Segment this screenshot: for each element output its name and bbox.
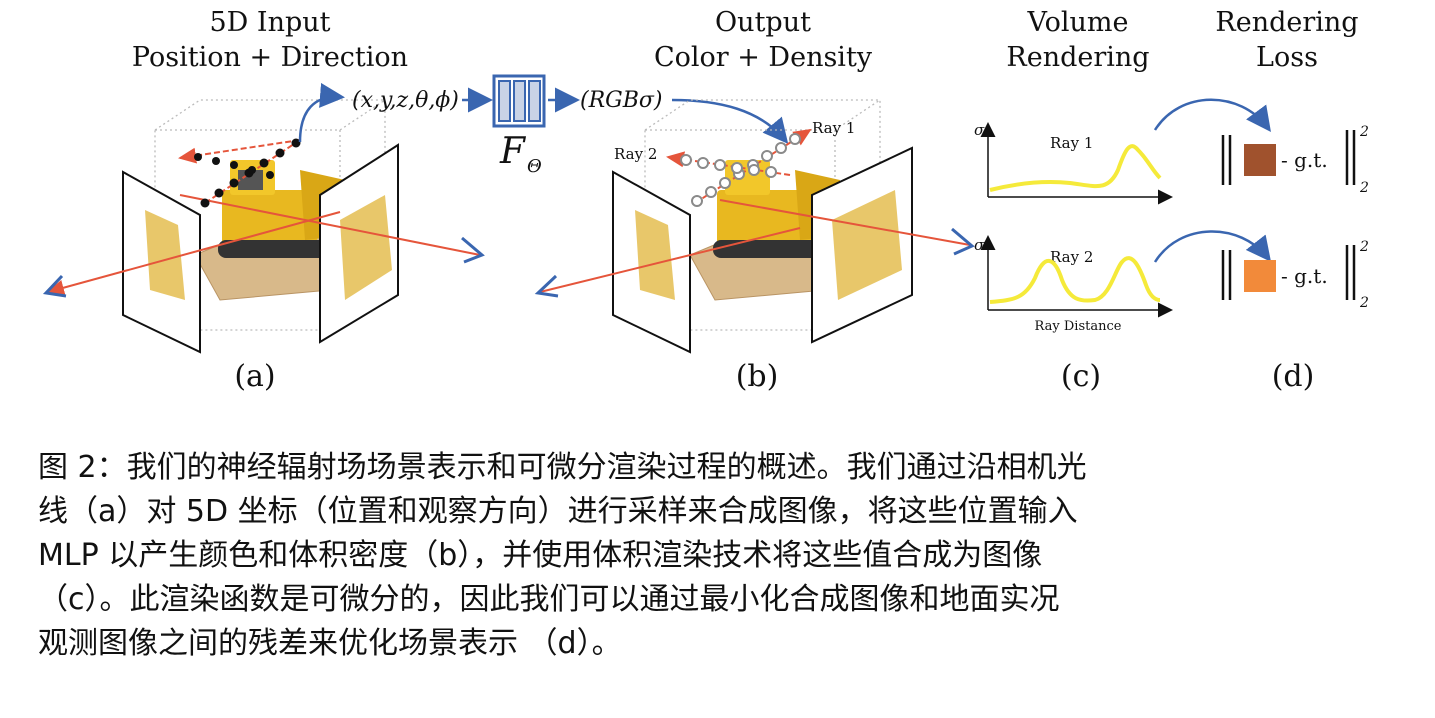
caption-line-1: 图 2：我们的神经辐射场场景表示和可微分渲染过程的概述。我们通过沿相机光 bbox=[38, 450, 1087, 485]
caption-line-3: MLP 以产生颜色和体积密度（b），并使用体积渲染技术将这些值合成为图像 bbox=[38, 538, 1043, 573]
loss-term-2: - g.t. 2 2 bbox=[1221, 239, 1369, 311]
camera-ray-right-a bbox=[179, 194, 481, 256]
panel-a: 5D Input Position + Direction bbox=[42, 7, 485, 394]
lego-bulldozer-a bbox=[218, 160, 350, 258]
plot2-sigma-label: σ bbox=[974, 236, 985, 254]
panel-d-label: (d) bbox=[1272, 359, 1315, 394]
nerf-overview-figure: 5D Input Position + Direction bbox=[42, 7, 1369, 394]
plot1-density-curve bbox=[989, 144, 1162, 192]
gt-label-2: - g.t. bbox=[1281, 264, 1328, 288]
plot2-ray-label: Ray 2 bbox=[1050, 248, 1093, 266]
mlp-network-icon bbox=[492, 74, 546, 128]
norm-superscript-1: 2 bbox=[1359, 124, 1369, 140]
norm-superscript-2: 2 bbox=[1359, 239, 1369, 255]
panel-d-title-2: Loss bbox=[1256, 42, 1318, 73]
output-tuple: (RGBσ) bbox=[580, 88, 663, 113]
scene-bounding-box-b bbox=[644, 99, 881, 331]
plot1-sigma-label: σ bbox=[974, 121, 985, 139]
panel-b-label: (b) bbox=[736, 359, 779, 394]
ray-1-label-b: Ray 1 bbox=[812, 119, 855, 137]
panel-a-title-1: 5D Input bbox=[210, 7, 331, 38]
panel-c-title-1: Volume bbox=[1027, 7, 1129, 38]
network-subscript: Θ bbox=[527, 156, 542, 177]
panel-c: Volume Rendering σ Ray 1 σ Ray 2 Ray Dis… bbox=[974, 7, 1173, 394]
plot2-x-label: Ray Distance bbox=[1035, 319, 1122, 334]
norm-subscript-1: 2 bbox=[1359, 180, 1369, 196]
gt-label-1: - g.t. bbox=[1281, 148, 1328, 172]
panel-d: Rendering Loss - g.t. 2 2 - g.t. 2 2 (d) bbox=[1153, 7, 1369, 394]
rendered-color-swatch-2 bbox=[1244, 260, 1276, 292]
sample-points-b bbox=[680, 133, 801, 207]
camera-ray-left-a bbox=[46, 211, 341, 296]
network-label: F bbox=[499, 131, 527, 172]
plot2-density-curve bbox=[989, 256, 1161, 304]
sample-points-a bbox=[194, 138, 301, 208]
ray-2-label-b: Ray 2 bbox=[614, 145, 657, 163]
output-arrow bbox=[671, 98, 789, 144]
rendered-color-swatch-1 bbox=[1244, 144, 1276, 176]
norm-subscript-2: 2 bbox=[1359, 295, 1369, 311]
caption-line-5: 观测图像之间的残差来优化场景表示 （d）。 bbox=[38, 626, 622, 661]
panel-c-title-2: Rendering bbox=[1006, 42, 1149, 73]
scene-bounding-box-a bbox=[154, 99, 386, 331]
plot1-ray-label: Ray 1 bbox=[1050, 134, 1093, 152]
panel-a-label: (a) bbox=[234, 359, 275, 394]
caption-line-4: （c）。此渲染函数是可微分的，因此我们可以通过最小化合成图像和地面实况 bbox=[38, 582, 1060, 617]
panel-c-label: (c) bbox=[1061, 359, 1101, 394]
loss-arrow-2 bbox=[1153, 230, 1272, 263]
panel-b: Output Color + Density bbox=[534, 7, 975, 394]
loss-arrow-1 bbox=[1153, 98, 1271, 133]
figure-caption: 图 2：我们的神经辐射场场景表示和可微分渲染过程的概述。我们通过沿相机光 线（a… bbox=[38, 446, 1408, 666]
caption-line-2: 线（a）对 5D 坐标（位置和观察方向）进行采样来合成图像，将这些位置输入 bbox=[38, 494, 1078, 529]
panel-b-title-2: Color + Density bbox=[654, 42, 873, 73]
input-tuple: (x,y,z,θ,ϕ) bbox=[352, 88, 459, 113]
panel-d-title-1: Rendering bbox=[1215, 7, 1358, 38]
input-arrow bbox=[298, 82, 345, 143]
panel-a-title-2: Position + Direction bbox=[132, 42, 408, 73]
panel-b-title-1: Output bbox=[715, 7, 811, 38]
loss-term-1: - g.t. 2 2 bbox=[1221, 124, 1369, 196]
